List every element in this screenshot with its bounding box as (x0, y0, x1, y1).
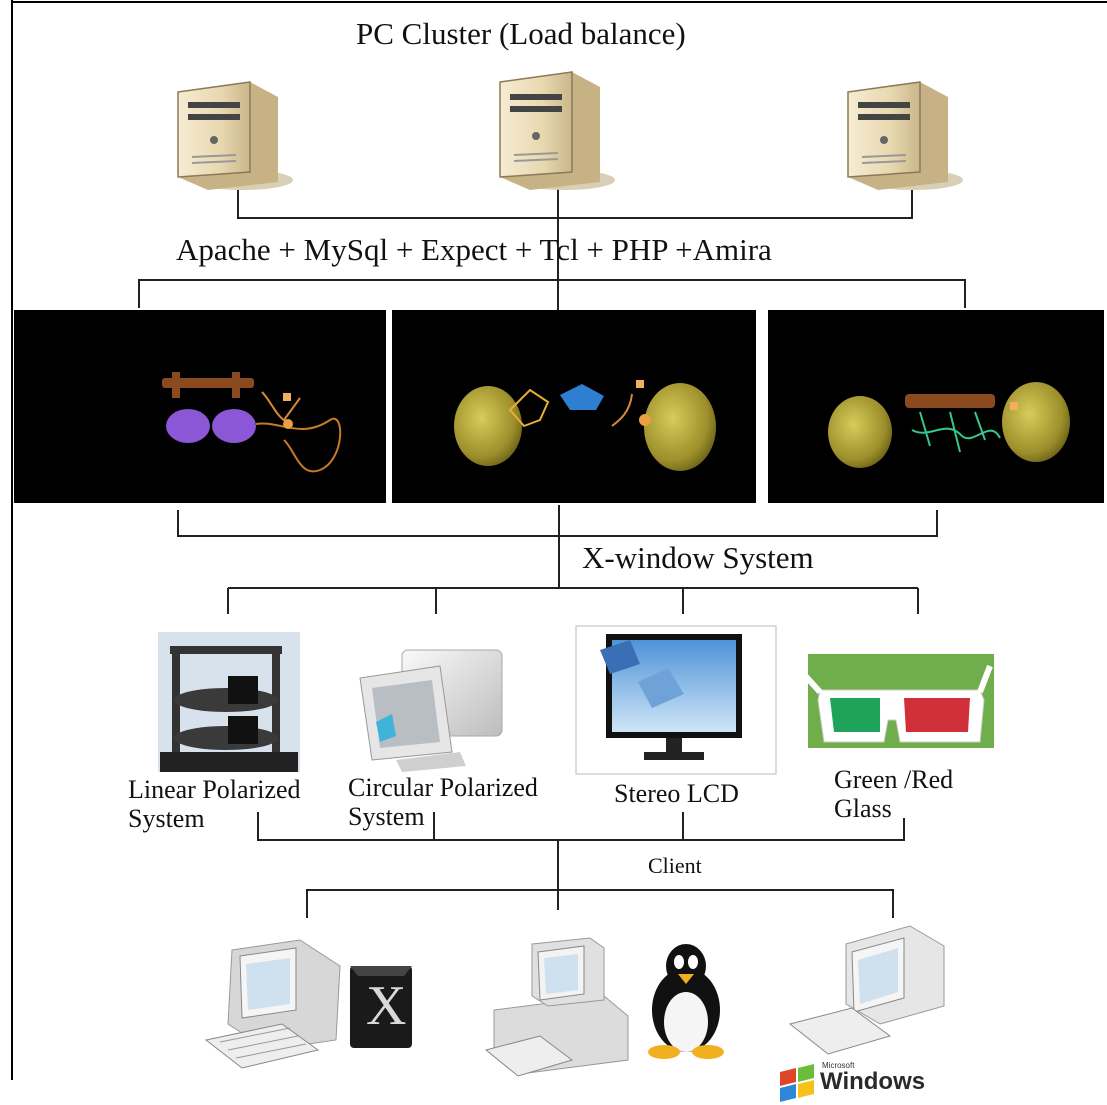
mac-os-x-logo (350, 966, 412, 1048)
display-label-linear-polarized: Linear Polarized System (128, 775, 301, 833)
diagram-title: PC Cluster (Load balance) (356, 16, 686, 51)
polarized-monitor-icon (359, 649, 503, 772)
mac-os-x-badge: X (366, 975, 407, 1037)
render-panel-left (14, 310, 386, 503)
display-label-circular-polarized: Circular Polarized System (348, 773, 538, 831)
windows-workstation-icon (788, 925, 945, 1055)
render-panel-right (768, 310, 1104, 503)
anaglyph-glasses-icon (797, 654, 994, 748)
server-tower-icon (499, 71, 615, 190)
windows-flag-logo (780, 1064, 814, 1102)
linux-workstation-icon (484, 937, 629, 1077)
xwindow-system-label: X-window System (582, 540, 814, 575)
polarized-projector-rig-icon (158, 632, 300, 772)
mac-workstation-icon (204, 939, 341, 1069)
windows-maker-text: Microsoft (822, 1061, 855, 1070)
display-label-green-red-glass: Green /Red Glass (834, 765, 954, 823)
server-tower-icon (177, 81, 293, 190)
render-panel-center (392, 310, 756, 503)
windows-badge: Windows (820, 1068, 926, 1095)
software-stack-label: Apache + MySql + Expect + Tcl + PHP +Ami… (176, 232, 772, 267)
render-bus-lines (177, 505, 938, 614)
server-bus-lines (138, 180, 966, 310)
linux-tux-logo (648, 944, 724, 1059)
server-tower-icon (847, 81, 963, 190)
stereo-lcd-icon (575, 625, 777, 775)
display-label-stereo-lcd: Stereo LCD (614, 779, 739, 808)
client-label: Client (648, 853, 702, 878)
client-bus-lines (257, 812, 905, 918)
